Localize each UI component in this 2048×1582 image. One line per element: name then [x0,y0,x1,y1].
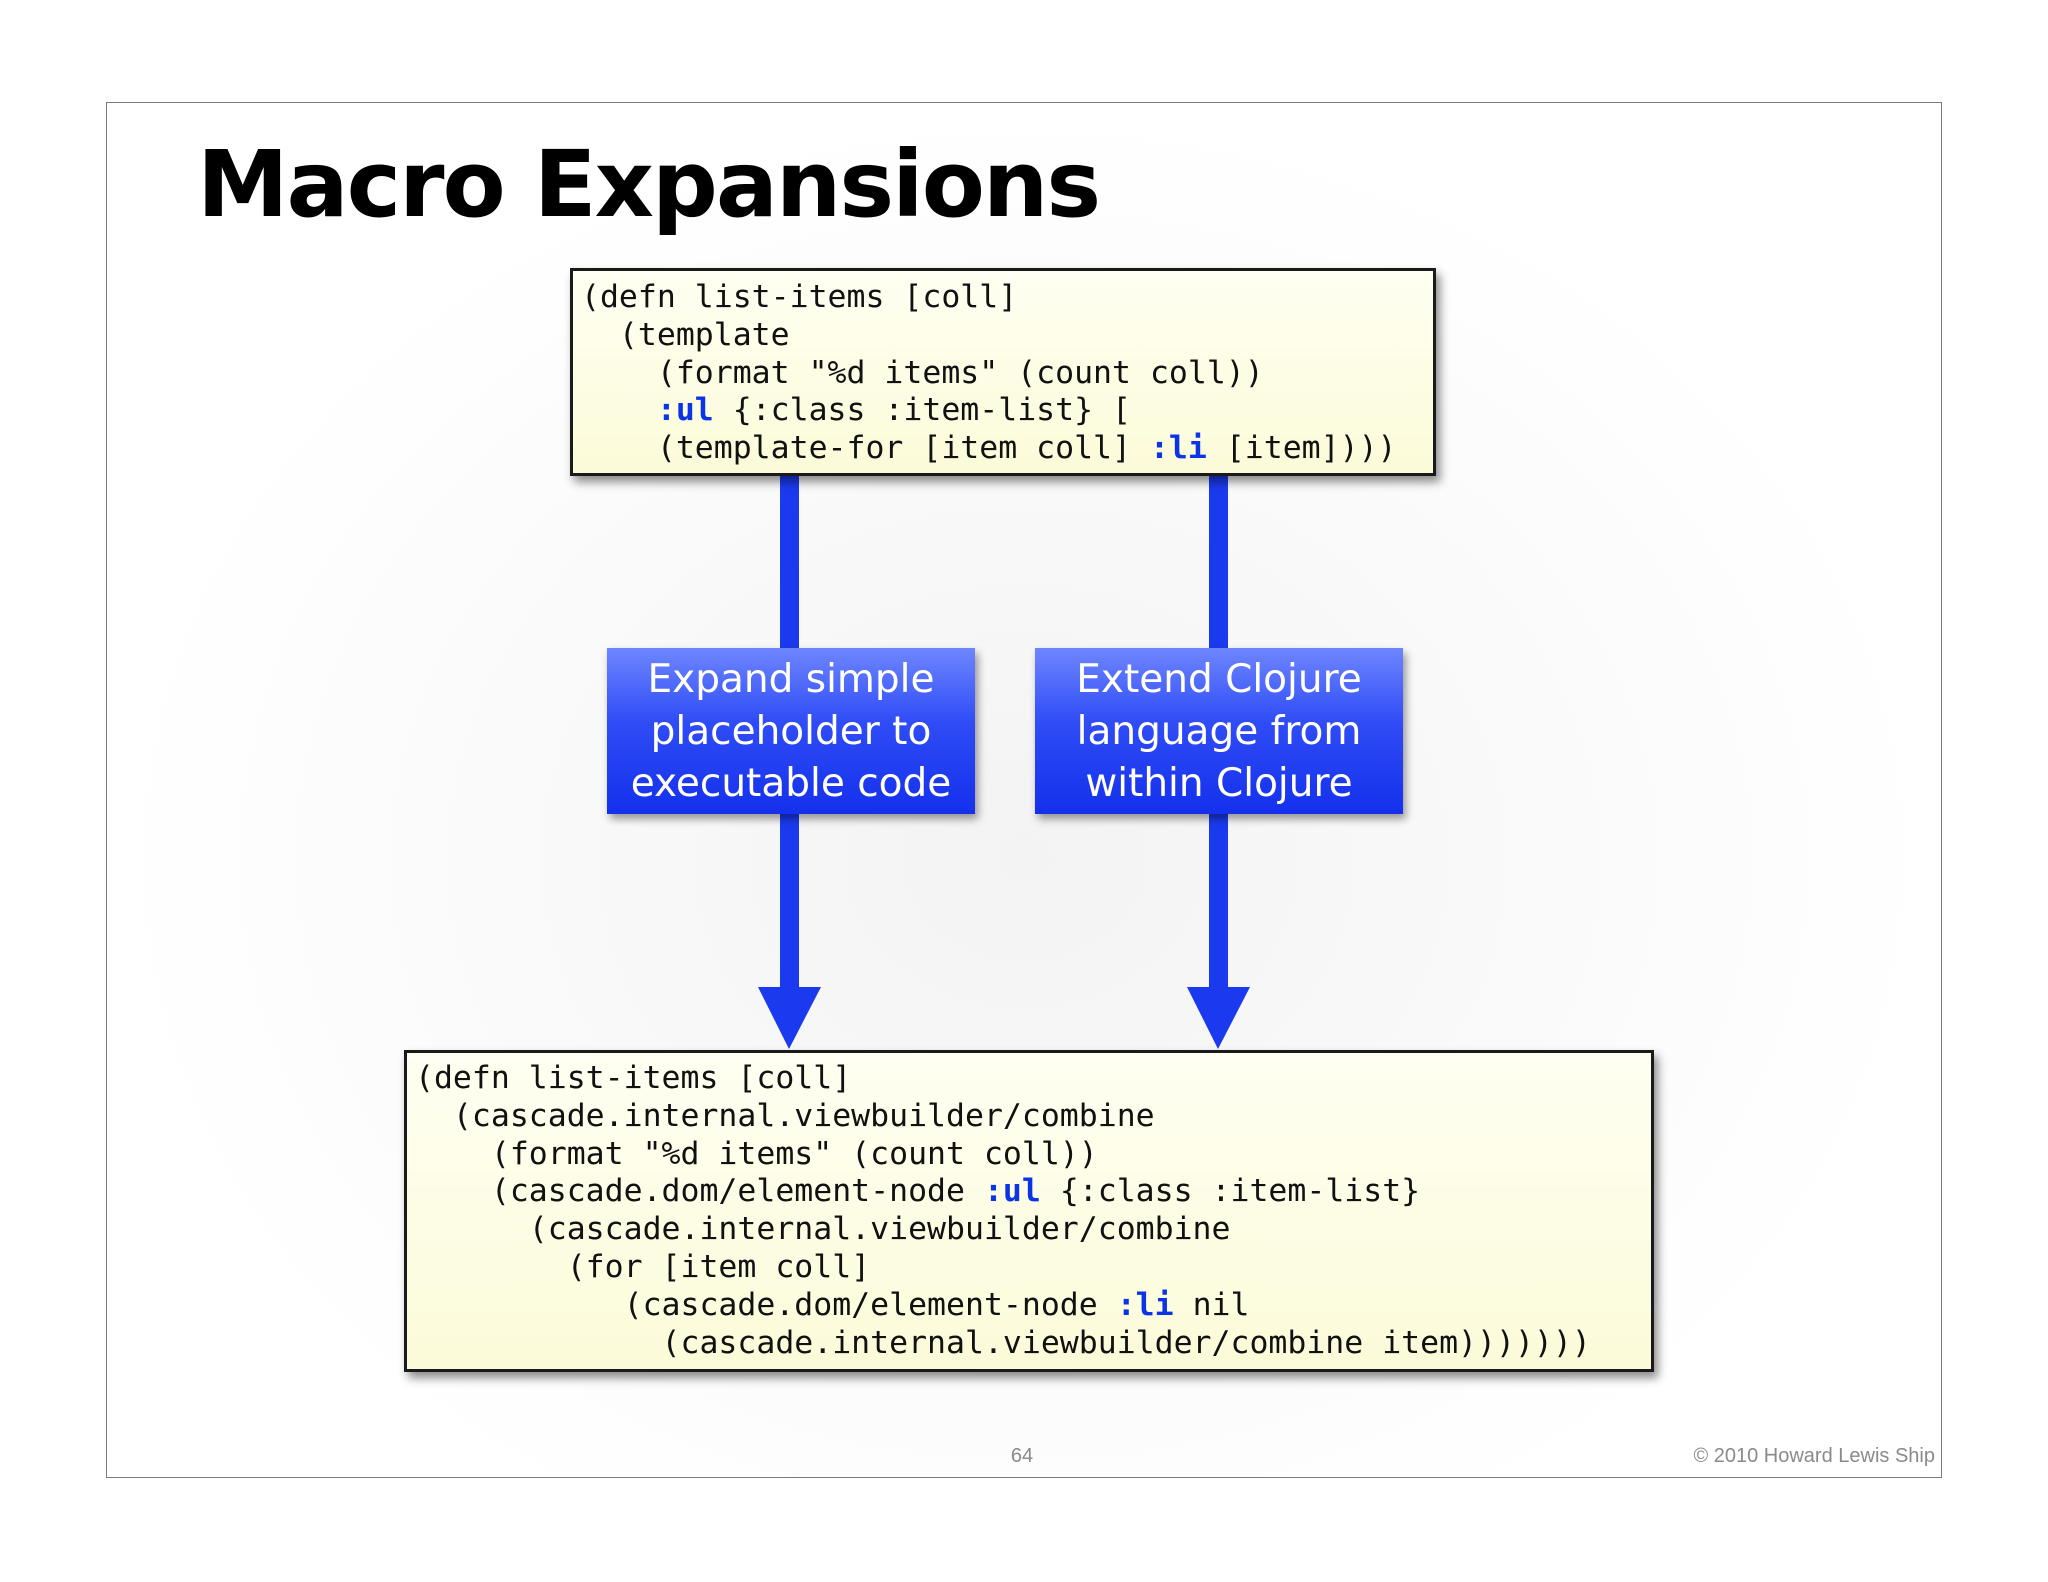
copyright-notice: © 2010 Howard Lewis Ship [1693,1445,1935,1467]
code-line: (defn list-items [coll] [581,279,1425,317]
code-line: (cascade.dom/element-node :ul {:class :i… [415,1173,1643,1211]
code-keyword: :li [1116,1286,1174,1323]
left-arrow-upper-shaft [780,476,799,649]
callout-line: language from [1076,709,1362,754]
callout-line: within Clojure [1085,761,1353,806]
callout-line: Expand simple [647,657,935,702]
expanded-code-box: (defn list-items [coll] (cascade.interna… [404,1050,1654,1372]
code-text: (format "%d items" (count coll)) [581,354,1264,391]
code-text [581,392,657,428]
code-text: (for [item coll] [415,1248,871,1285]
code-line: (format "%d items" (count coll)) [581,355,1425,393]
code-text: nil [1173,1286,1250,1323]
callout-extend-clojure: Extend Clojure language from within Cloj… [1035,648,1403,814]
source-code-box: (defn list-items [coll] (template (forma… [570,268,1436,476]
right-arrow-head [1187,987,1250,1049]
code-text: (cascade.internal.viewbuilder/combine [415,1097,1155,1134]
code-text: {:class :item-list} [ [713,392,1131,429]
code-line: :ul {:class :item-list} [ [581,392,1425,430]
code-text: (defn list-items [coll] [415,1060,852,1096]
code-line: (defn list-items [coll] [415,1060,1643,1098]
left-arrow-head [758,987,821,1049]
code-keyword: :ul [656,392,714,429]
slide: Macro Expansions (defn list-items [coll]… [106,102,1942,1478]
right-arrow-lower-shaft [1209,813,1228,1003]
code-keyword: :li [1149,430,1207,467]
code-keyword: :ul [983,1173,1041,1210]
code-line: (template [581,317,1425,355]
code-text: (defn list-items [coll] [581,279,1018,315]
code-text: (format "%d items" (count coll)) [415,1135,1098,1172]
code-text: (cascade.internal.viewbuilder/combine [415,1211,1231,1248]
code-text: {:class :item-list} [1040,1173,1421,1210]
code-line: (format "%d items" (count coll)) [415,1136,1643,1174]
callout-line: Extend Clojure [1076,657,1362,702]
code-text: (template-for [item coll] [581,430,1150,467]
slide-title: Macro Expansions [197,131,1101,238]
code-line: (cascade.internal.viewbuilder/combine [415,1098,1643,1136]
callout-line: placeholder to [650,709,932,754]
code-text: (cascade.dom/element-node [415,1173,984,1210]
page-number: 64 [1010,1445,1034,1467]
left-arrow-lower-shaft [780,813,799,1003]
code-text: [item]))) [1206,430,1397,467]
code-text: (cascade.internal.viewbuilder/combine it… [415,1324,1591,1361]
code-line: (cascade.dom/element-node :li nil [415,1287,1643,1325]
callout-line: executable code [630,761,952,806]
code-text: (cascade.dom/element-node [415,1286,1117,1323]
code-line: (cascade.internal.viewbuilder/combine [415,1211,1643,1249]
arrows [758,476,1250,1049]
code-line: (for [item coll] [415,1249,1643,1287]
code-line: (cascade.internal.viewbuilder/combine it… [415,1325,1643,1363]
right-arrow-upper-shaft [1209,476,1228,649]
code-text: (template [581,316,790,353]
code-line: (template-for [item coll] :li [item]))) [581,430,1425,468]
callout-expand-placeholder: Expand simple placeholder to executable … [607,648,975,814]
